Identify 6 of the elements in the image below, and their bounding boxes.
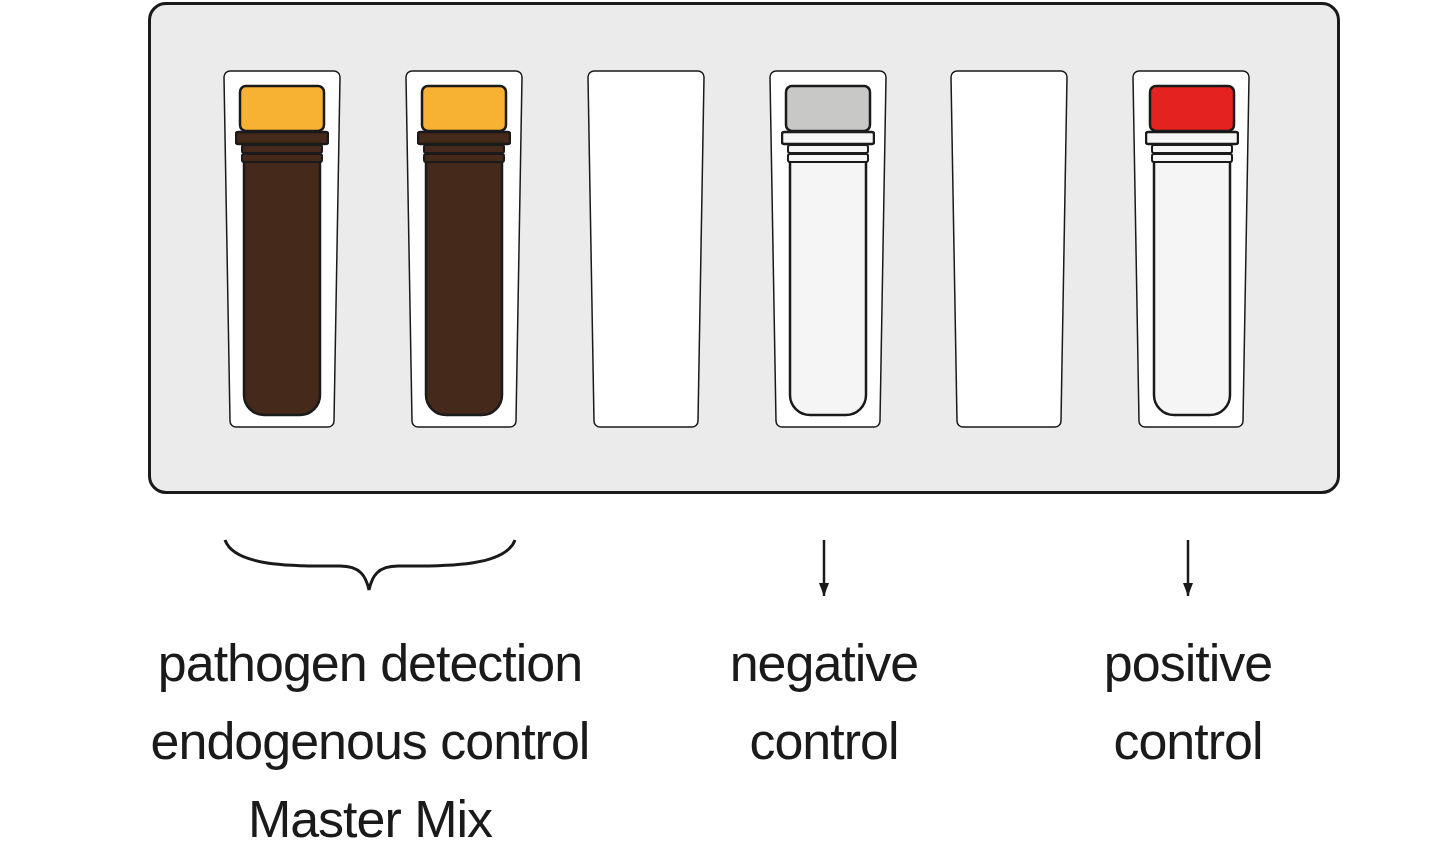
arrow (819, 540, 829, 596)
component-label: positive control (1038, 596, 1338, 780)
component-label: negative control (674, 596, 974, 780)
arrow (1183, 540, 1193, 596)
kit-tray (148, 2, 1340, 494)
component-label: pathogen detection endogenous control Master Mix (80, 596, 660, 858)
